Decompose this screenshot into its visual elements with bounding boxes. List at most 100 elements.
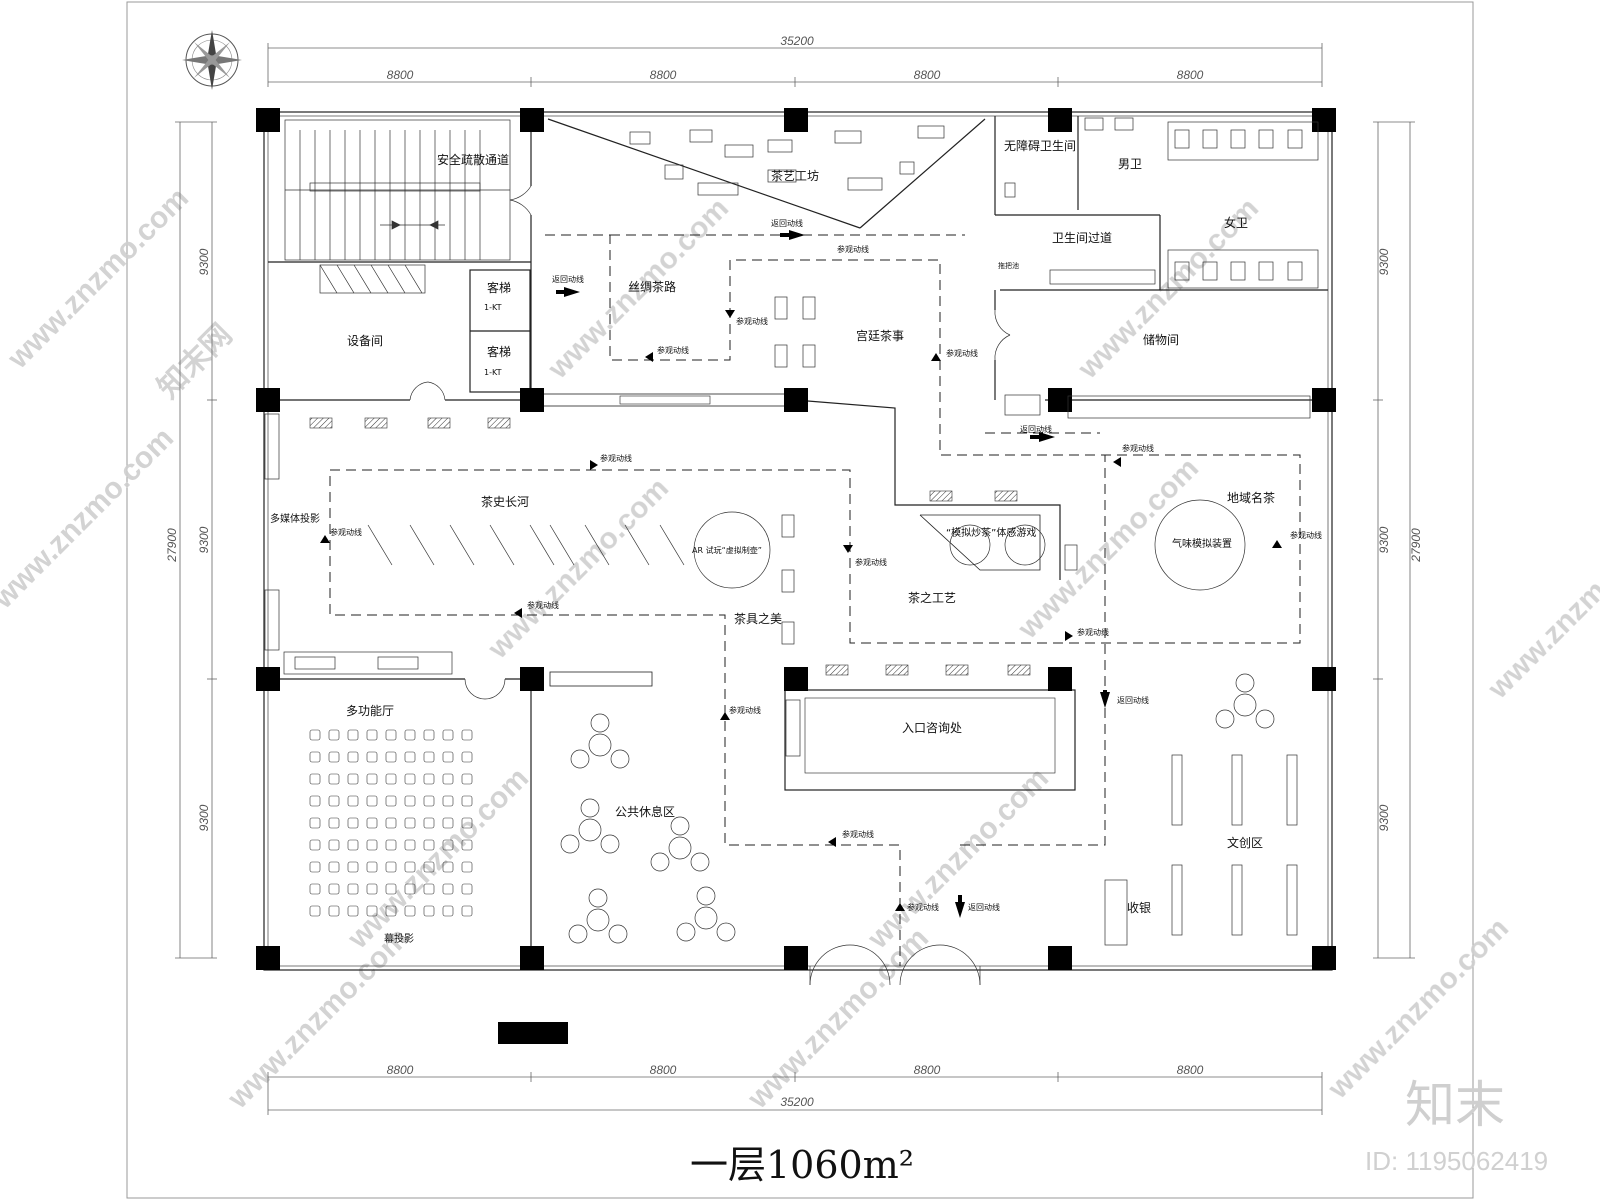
auditorium-seat	[461, 861, 473, 873]
dim-bottom-seg: 8800	[1177, 1063, 1204, 1077]
auditorium-seat	[385, 751, 397, 763]
auditorium-seat	[366, 817, 378, 829]
auditorium-seats	[309, 729, 473, 917]
watermark-layer: www.znzmo.com 知末网 www.znzmo.com www.znzm…	[0, 182, 1600, 1116]
lounge-cluster	[650, 816, 710, 872]
flow-label-return: 返回动线	[771, 218, 803, 228]
auditorium-seat	[423, 839, 435, 851]
label-multimedia: 多媒体投影	[270, 512, 320, 525]
auditorium-seat	[461, 751, 473, 763]
brand-id: ID: 1195062419	[1365, 1146, 1548, 1176]
auditorium-seat	[328, 729, 340, 741]
auditorium-seat	[404, 751, 416, 763]
auditorium-seat	[385, 861, 397, 873]
flow-label-visit: 参观动线	[855, 557, 887, 567]
dim-top-seg: 8800	[387, 68, 414, 82]
auditorium-seat	[442, 795, 454, 807]
dim-left-seg: 9300	[197, 248, 211, 275]
watermark-text: www.znzmo.com	[741, 922, 935, 1116]
label-palace-tea: 宫廷茶事	[856, 328, 904, 343]
auditorium-seat	[328, 883, 340, 895]
lounge-cluster	[1215, 673, 1275, 729]
label-silk-tea-road: 丝绸茶路	[628, 279, 676, 294]
lounge-cluster	[568, 888, 628, 944]
auditorium-seat	[366, 795, 378, 807]
auditorium-seat	[309, 839, 321, 851]
label-public-rest: 公共休息区	[615, 804, 675, 819]
label-storage: 储物间	[1143, 332, 1179, 347]
label-reception: 入口咨询处	[902, 720, 962, 735]
auditorium-seat	[442, 773, 454, 785]
staircase-icon	[284, 119, 511, 261]
dim-top-total: 35200	[780, 34, 814, 48]
auditorium-seat	[404, 795, 416, 807]
label-safety-exit: 安全疏散通道	[437, 152, 509, 167]
label-wc-corridor: 卫生间过道	[1052, 231, 1112, 245]
plan-title: 一层1060m²	[690, 1143, 914, 1187]
auditorium-seat	[309, 729, 321, 741]
flow-labels: 返回动线 返回动线 参观动线 参观动线 参观动线 参观动线 返回动线 参观动线 …	[330, 218, 1322, 912]
flow-label-visit: 参观动线	[330, 527, 362, 537]
auditorium-seat	[328, 861, 340, 873]
auditorium-seat	[347, 795, 359, 807]
label-tea-craft: 茶之工艺	[908, 590, 956, 605]
auditorium-seat	[366, 729, 378, 741]
auditorium-seat	[461, 729, 473, 741]
auditorium-seat	[347, 861, 359, 873]
auditorium-seat	[385, 817, 397, 829]
auditorium-seat	[366, 861, 378, 873]
dim-bottom-seg: 8800	[650, 1063, 677, 1077]
auditorium-seat	[385, 729, 397, 741]
watermark-text: www.znzmo.com	[0, 422, 180, 616]
auditorium-seat	[328, 751, 340, 763]
auditorium-seat	[385, 905, 397, 917]
auditorium-seat	[347, 883, 359, 895]
flow-label-visit: 参观动线	[657, 345, 689, 355]
auditorium-seat	[347, 729, 359, 741]
label-mop-pool: 拖把池	[998, 261, 1019, 270]
auditorium-seat	[423, 905, 435, 917]
auditorium-seat	[347, 839, 359, 851]
watermark-text: www.znzmo.com	[341, 762, 535, 956]
flow-label-visit: 参观动线	[842, 829, 874, 839]
flow-label-visit: 参观动线	[907, 902, 939, 912]
auditorium-seat	[423, 861, 435, 873]
label-cashier: 收银	[1127, 901, 1151, 915]
auditorium-seat	[328, 773, 340, 785]
display-cases	[309, 417, 1031, 676]
auditorium-seat	[309, 773, 321, 785]
room-labels: 安全疏散通道 茶艺工坊 丝绸茶路 宫廷茶事 无障碍卫生间 男卫 女卫 卫生间过道…	[270, 138, 1275, 945]
flow-label-visit: 参观动线	[1290, 530, 1322, 540]
flow-label-visit: 参观动线	[1122, 443, 1154, 453]
watermark-text: www.znzmo.com	[1, 182, 195, 376]
auditorium-seat	[366, 773, 378, 785]
auditorium-seat	[423, 795, 435, 807]
toilet-stalls	[1004, 117, 1319, 289]
label-stir-fry: “模拟炒茶”体感游戏	[946, 526, 1036, 539]
auditorium-seat	[404, 883, 416, 895]
auditorium-seat	[309, 905, 321, 917]
flow-label-visit: 参观动线	[600, 453, 632, 463]
auditorium-seat	[404, 817, 416, 829]
auditorium-seat	[404, 729, 416, 741]
auditorium-seat	[461, 817, 473, 829]
watermark-text: www.znzmo.com	[221, 922, 415, 1116]
dim-bottom-seg: 8800	[914, 1063, 941, 1077]
auditorium-seat	[366, 905, 378, 917]
label-equipment-room: 设备间	[347, 334, 383, 348]
flow-label-visit: 参观动线	[729, 705, 761, 715]
dim-right-seg: 9300	[1377, 248, 1391, 275]
dim-top-seg: 8800	[650, 68, 677, 82]
auditorium-seat	[309, 817, 321, 829]
flow-label-return: 返回动线	[1020, 424, 1052, 434]
auditorium-seat	[385, 839, 397, 851]
dim-top-seg: 8800	[1177, 68, 1204, 82]
furniture	[264, 125, 1311, 946]
label-elevator-1-code: 1-KT	[484, 303, 502, 312]
structural-columns	[256, 108, 1336, 1044]
auditorium-seat	[404, 905, 416, 917]
auditorium-seat	[442, 905, 454, 917]
label-elevator-1: 客梯	[487, 280, 511, 295]
label-accessible-wc: 无障碍卫生间	[1004, 138, 1076, 153]
